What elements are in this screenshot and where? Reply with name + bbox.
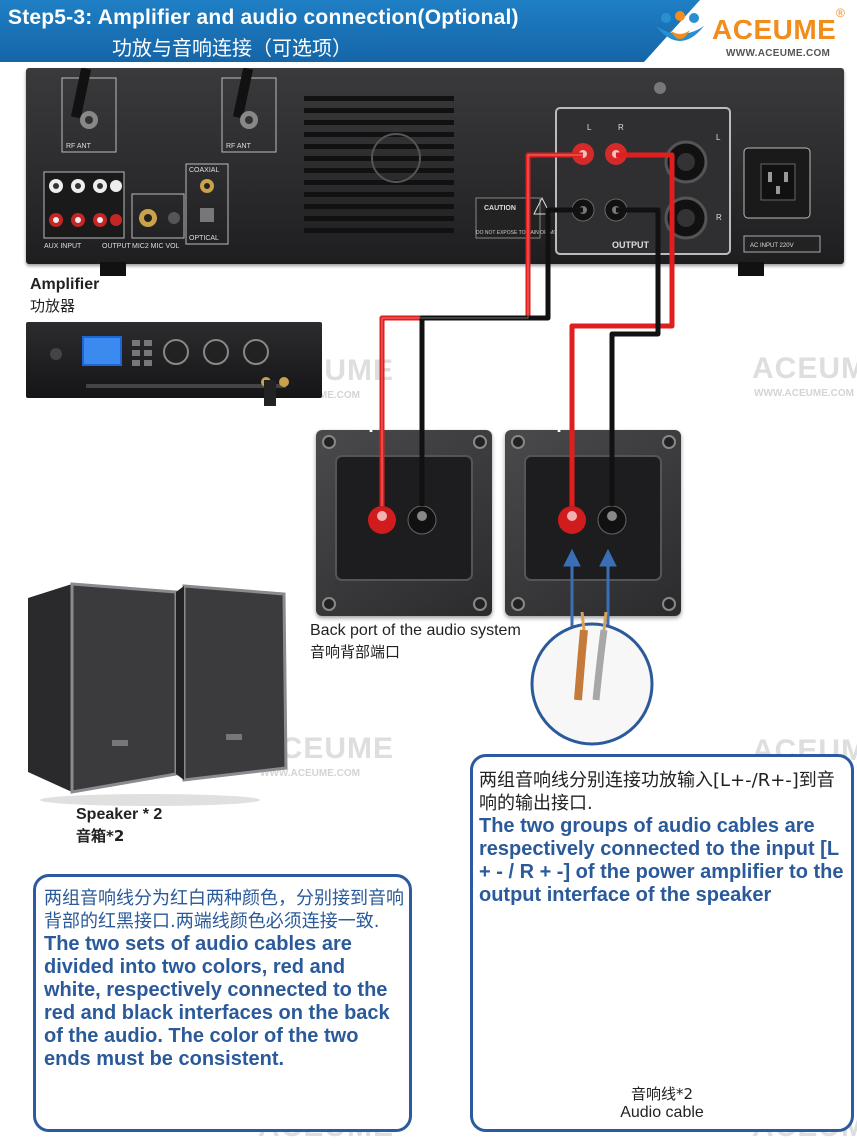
caution-label: CAUTION [484, 205, 516, 212]
output-label: OUTPUT [102, 243, 132, 250]
amplifier-foot [738, 262, 764, 276]
audio-cable-label-en: Audio cable [620, 1104, 704, 1121]
left-channel-label: L [587, 123, 592, 132]
aceume-logo-icon [656, 11, 704, 41]
header-banner: Step5-3: Amplifier and audio connection(… [0, 0, 857, 62]
right-channel-label: R [716, 213, 722, 222]
coaxial-label: COAXIAL [189, 167, 219, 174]
rf-ant-label: RF ANT [226, 143, 252, 150]
logo-url: WWW.ACEUME.COM [726, 48, 831, 59]
output-panel-label: OUTPUT [612, 240, 650, 250]
minus-sign: - [618, 413, 626, 440]
instruction-left-cn: 两组音响线分为红白两种颜色，分别接到音响背部的红黑接口.两端线颜色必须连接一致. [44, 888, 404, 932]
step-subtitle: 功放与音响连接（可选项） [112, 36, 352, 60]
left-channel-label: L [716, 133, 721, 142]
watermark-url: WWW.ACEUME.COM [260, 768, 360, 779]
instruction-right-cn: 两组音响线分别连接功放输入[L+-/R+-]到音响的输出接口. [479, 770, 835, 814]
ac-input-label: AC INPUT 220V [750, 243, 794, 249]
amplifier-label-en: Amplifier [30, 276, 100, 293]
amplifier-front-image [26, 322, 322, 398]
optical-label: OPTICAL [189, 235, 219, 242]
back-port-label-cn: 音响背部端口 [310, 643, 401, 661]
logo-registered-mark: ® [836, 6, 845, 20]
speaker-terminal-plate-left [316, 430, 492, 616]
audio-cable-label-cn: 音响线*2 [630, 1085, 694, 1103]
logo-text: ACEUME [712, 14, 837, 45]
instruction-left-en: The two sets of audio cables are divided… [44, 933, 390, 1070]
aux-input-label: AUX INPUT [44, 243, 82, 250]
speaker-label-en: Speaker * 2 [76, 806, 163, 823]
header-background [0, 0, 700, 62]
watermark-url: WWW.ACEUME.COM [754, 388, 854, 399]
watermark: ACEUME [258, 732, 395, 765]
instruction-right-en: The two groups of audio cables are respe… [479, 815, 844, 906]
amplifier-rear-details: RF ANT RF ANT AUX INPUT OUTPUT MIC2 MIC … [43, 68, 821, 255]
amplifier-label-cn: 功放器 [30, 297, 76, 315]
right-channel-label: R [618, 123, 624, 132]
amplifier-foot [100, 262, 126, 276]
instruction-box-right: 两组音响线分别连接功放输入[L+-/R+-]到音响的输出接口. The two … [470, 754, 854, 1132]
watermark: ACEUME [752, 352, 857, 385]
speaker-terminal-plate-right [505, 430, 681, 616]
plus-sign: + [552, 413, 567, 440]
microphone-plug [264, 380, 276, 406]
amplifier-front-details [50, 336, 289, 388]
instruction-box-left: 两组音响线分为红白两种颜色，分别接到音响背部的红黑接口.两端线颜色必须连接一致.… [33, 874, 412, 1132]
back-port-label-en: Back port of the audio system [310, 622, 521, 639]
step-title: Step5-3: Amplifier and audio connection(… [8, 6, 519, 29]
speaker-label-cn: 音箱*2 [76, 827, 125, 845]
mic-vol-label: MIC2 MIC VOL [132, 243, 180, 250]
rf-ant-label: RF ANT [66, 143, 92, 150]
plus-sign: + [364, 413, 379, 440]
minus-sign: - [428, 413, 436, 440]
